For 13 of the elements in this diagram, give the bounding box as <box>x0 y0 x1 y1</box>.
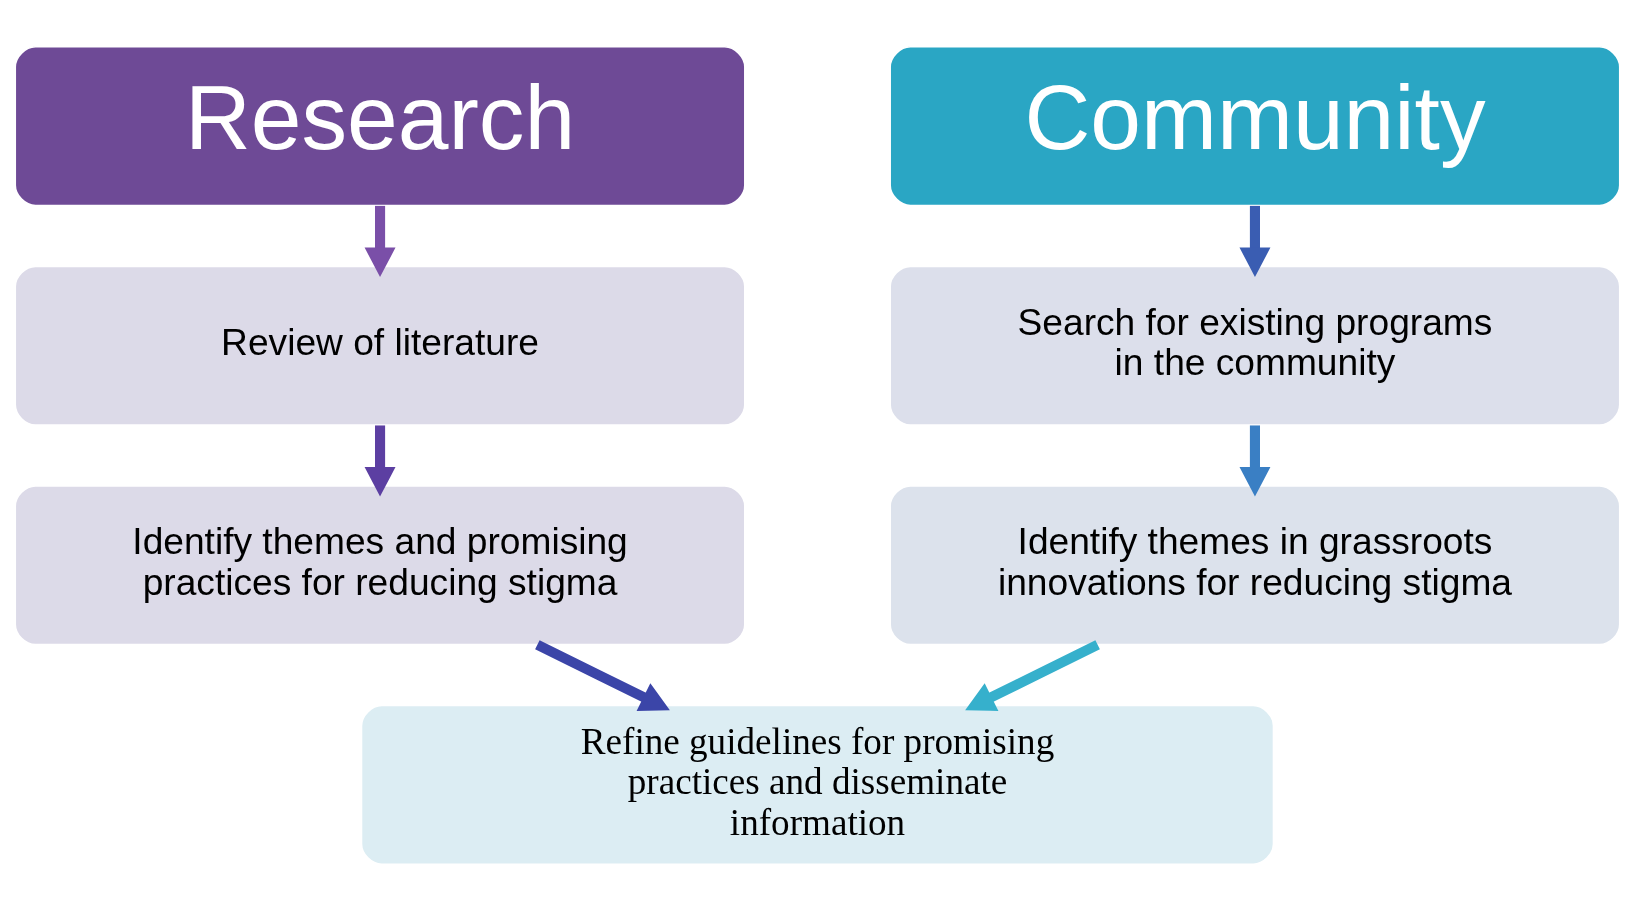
node-box: Identify themes and promising practices for reducing stigma <box>14 484 746 645</box>
node-box: Identify themes in grassroots innovations for reducing stigma <box>889 484 1621 645</box>
arrow <box>364 424 396 497</box>
node-box: Search for existing programs in the community <box>889 265 1621 426</box>
node-box: Review of literature <box>14 265 746 426</box>
arrow <box>535 639 670 711</box>
node-box: Refine guidelines for promising practices and disseminate information <box>360 704 1275 865</box>
arrow <box>1239 424 1271 497</box>
node-box: Research <box>14 45 746 206</box>
arrow <box>364 205 396 277</box>
node-box: Community <box>889 45 1621 206</box>
arrow <box>965 639 1100 711</box>
arrow <box>1239 205 1271 277</box>
